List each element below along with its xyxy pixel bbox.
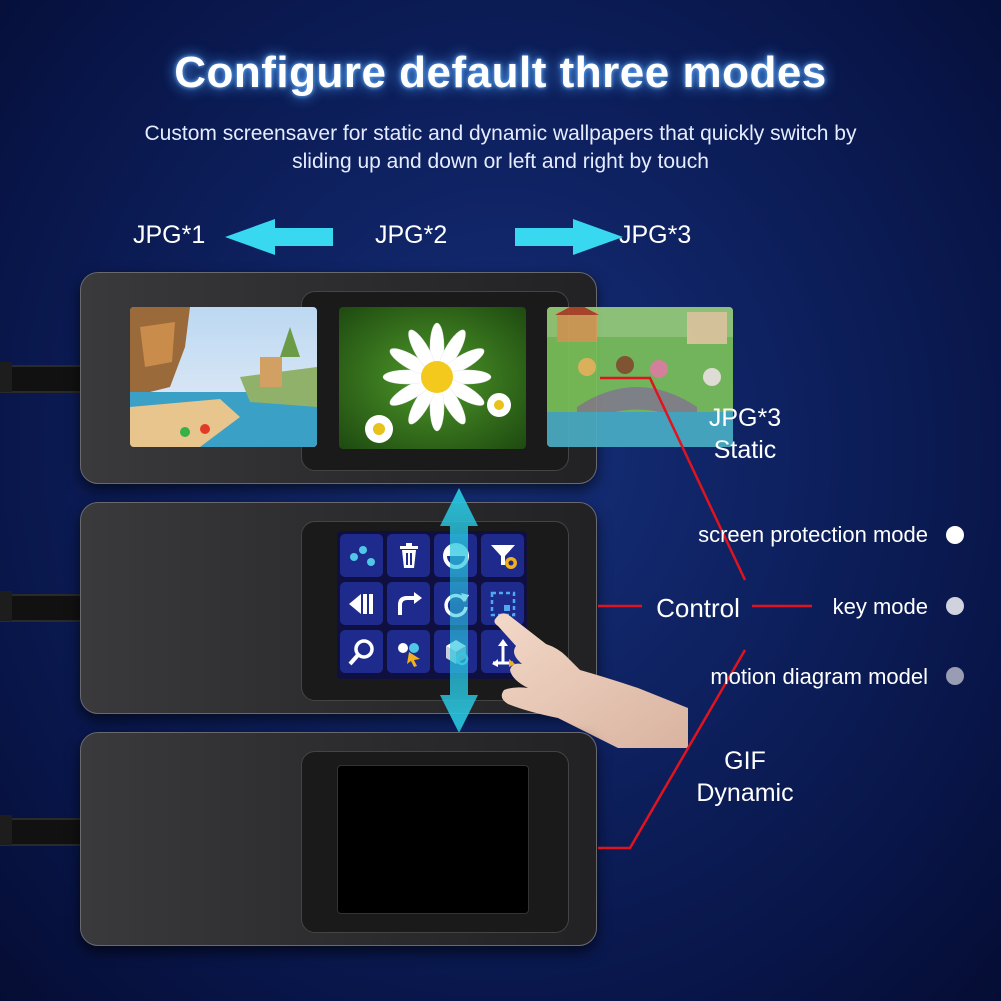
usb-cable-tip-2 [0, 591, 12, 621]
subtitle-line-2: sliding up and down or left and right by… [292, 150, 709, 173]
wallpaper-jpg2 [339, 307, 526, 449]
filter-gear-icon[interactable] [481, 534, 524, 577]
page-title: Configure default three modes [174, 48, 827, 97]
redo-icon[interactable] [387, 582, 430, 625]
jpg2-label: JPG*2 [375, 221, 448, 249]
page-subtitle: Custom screensaver for static and dynami… [80, 120, 921, 176]
mode-label-key: key mode [832, 594, 928, 619]
trash-icon[interactable] [387, 534, 430, 577]
jpg1-label: JPG*1 [133, 221, 206, 249]
hand-touch-icon [494, 613, 688, 748]
subtitle-line-1: Custom screensaver for static and dynami… [144, 122, 857, 145]
mode-label-motion-diagram: motion diagram model [710, 664, 928, 689]
swipe-vertical-arrow-icon [440, 488, 478, 733]
left-arrow-icon [225, 219, 333, 255]
mode-dot-motion-diagram [946, 667, 964, 685]
dynamic-label: GIF Dynamic [680, 745, 810, 809]
skip-back-icon[interactable] [340, 582, 383, 625]
dynamic-label-line-1: GIF [724, 747, 766, 775]
mode-dot-screen-protection [946, 526, 964, 544]
static-label-line-2: Static [713, 436, 777, 464]
usb-cable-tip-1 [0, 362, 12, 392]
usb-cable-3 [0, 818, 82, 846]
gif-screen [337, 765, 529, 914]
magnifier-icon[interactable] [340, 630, 383, 673]
usb-cable-tip-3 [0, 815, 12, 845]
mode-label-screen-protection: screen protection mode [698, 522, 928, 547]
dynamic-label-line-2: Dynamic [696, 779, 794, 807]
static-label-line-1: JPG*3 [708, 404, 782, 432]
usb-cable-2 [0, 594, 82, 622]
cursor-icon[interactable] [387, 630, 430, 673]
wallpaper-jpg1 [130, 307, 317, 447]
right-arrow-icon [515, 219, 623, 255]
usb-cable-1 [0, 365, 82, 393]
key-grid [337, 531, 527, 679]
move-icon[interactable] [481, 630, 524, 673]
static-label: JPG*3 Static [690, 402, 800, 466]
jpg3-label: JPG*3 [619, 221, 692, 249]
control-label: Control [656, 593, 740, 623]
dots-icon[interactable] [340, 534, 383, 577]
mode-dot-key [946, 597, 964, 615]
